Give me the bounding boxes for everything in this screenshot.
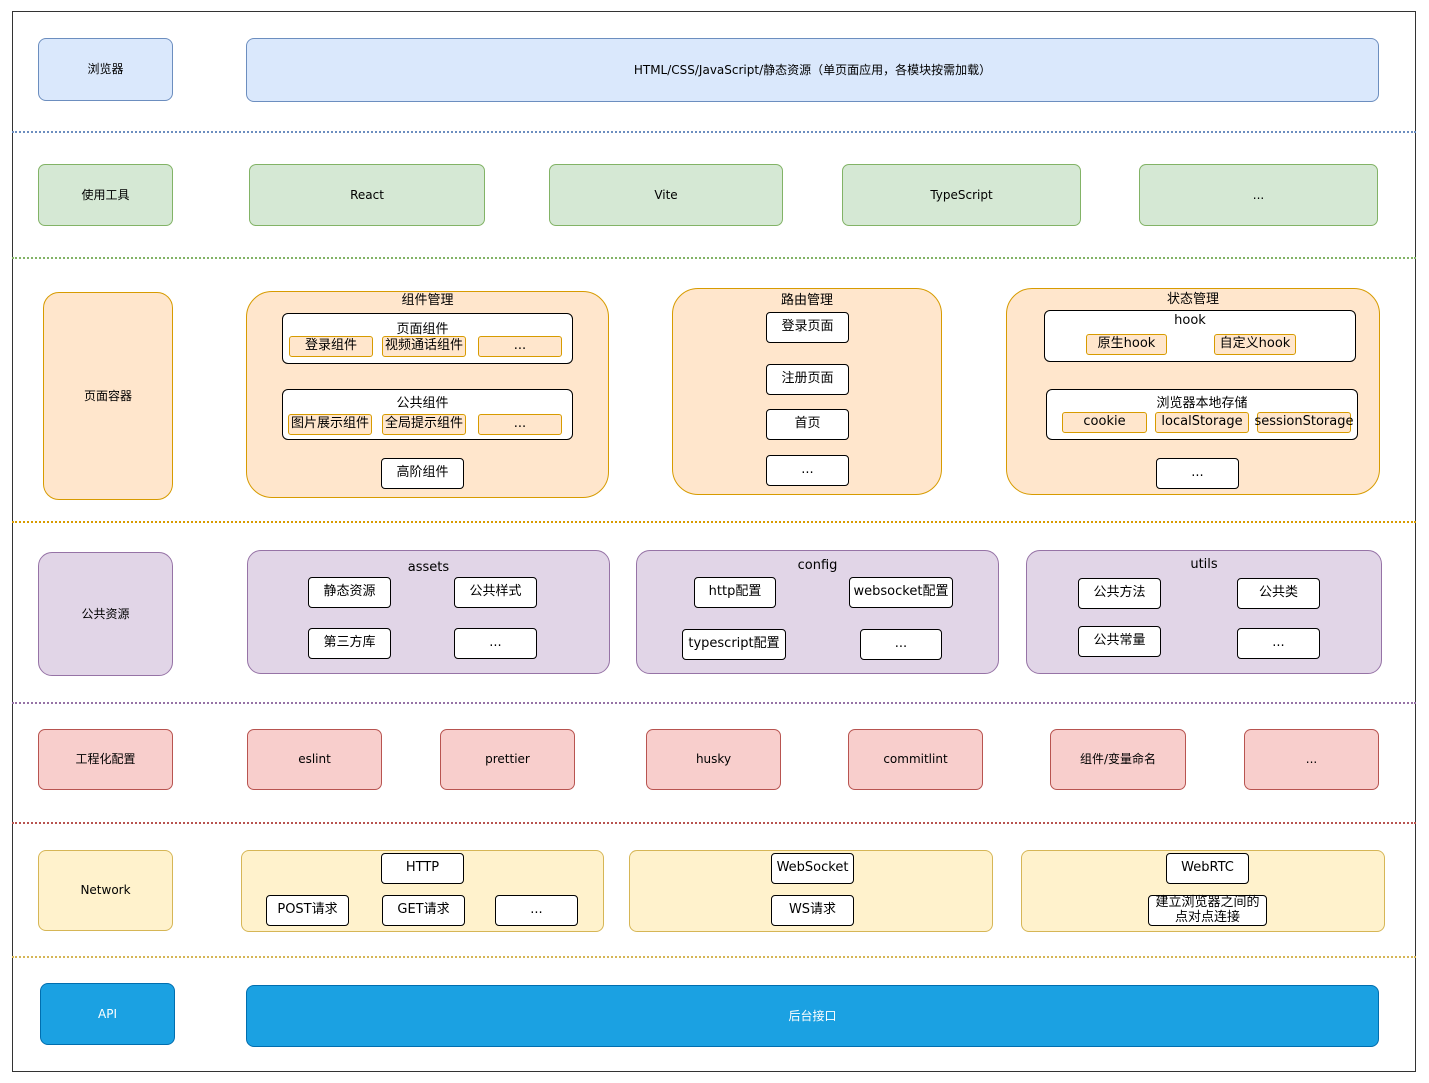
route-register: 注册页面 [766, 364, 849, 395]
image-display-component: 图片展示组件 [288, 414, 372, 435]
engineering-prettier: prettier [440, 729, 575, 790]
state-more: ... [1156, 458, 1239, 489]
tool-react: React [249, 164, 485, 226]
config-typescript: typescript配置 [682, 629, 786, 660]
state-management-title: 状态管理 [1166, 292, 1219, 307]
config-websocket: websocket配置 [849, 577, 953, 608]
global-tip-component: 全局提示组件 [382, 414, 466, 435]
separator-browser [12, 131, 1416, 133]
browser-label: 浏览器 [38, 38, 173, 101]
network-http: HTTP [381, 853, 464, 884]
separator-tools [12, 257, 1416, 259]
common-label: 公共资源 [38, 552, 173, 676]
diagram-frame [12, 11, 1416, 1072]
asset-third-party: 第三方库 [308, 628, 391, 659]
api-backend: 后台接口 [246, 985, 1379, 1047]
route-more: ... [766, 455, 849, 486]
asset-common-style: 公共样式 [454, 577, 537, 608]
localstorage-storage: localStorage [1155, 412, 1249, 433]
separator-common [12, 702, 1416, 704]
network-label: Network [38, 850, 173, 931]
network-websocket: WebSocket [771, 853, 854, 884]
engineering-label: 工程化配置 [38, 729, 173, 790]
network-webrtc: WebRTC [1166, 853, 1249, 884]
native-hook: 原生hook [1086, 334, 1167, 355]
page-label: 页面容器 [43, 292, 173, 500]
engineering-commitlint: commitlint [848, 729, 983, 790]
utils-classes: 公共类 [1237, 578, 1320, 609]
network-ws-request: WS请求 [771, 895, 854, 926]
page-components-title: 页面组件 [396, 322, 449, 337]
common-components-title: 公共组件 [396, 396, 449, 411]
network-post: POST请求 [266, 895, 349, 926]
asset-more: ... [454, 628, 537, 659]
engineering-eslint: eslint [247, 729, 382, 790]
tool-more: ... [1139, 164, 1378, 226]
engineering-naming: 组件/变量命名 [1050, 729, 1186, 790]
config-title: config [797, 558, 838, 573]
login-component: 登录组件 [289, 336, 373, 357]
utils-constants: 公共常量 [1078, 626, 1161, 657]
engineering-husky: husky [646, 729, 781, 790]
network-get: GET请求 [382, 895, 465, 926]
tool-typescript: TypeScript [842, 164, 1081, 226]
api-label: API [40, 983, 175, 1045]
assets-group: assets [247, 550, 610, 674]
video-call-component: 视频通话组件 [382, 336, 466, 357]
utils-more: ... [1237, 628, 1320, 659]
utils-title: utils [1190, 557, 1218, 572]
route-management-title: 路由管理 [780, 293, 833, 308]
hook-title: hook [1174, 313, 1206, 328]
sessionstorage-storage: sessionStorage [1255, 412, 1354, 433]
assets-title: assets [407, 560, 450, 575]
asset-static: 静态资源 [308, 577, 391, 608]
utils-methods: 公共方法 [1078, 578, 1161, 609]
config-more: ... [860, 629, 942, 660]
common-component-more: ... [478, 414, 562, 435]
route-login: 登录页面 [766, 312, 849, 343]
engineering-more: ... [1244, 729, 1379, 790]
component-management-title: 组件管理 [401, 293, 454, 308]
network-http-more: ... [495, 895, 578, 926]
separator-engineering [12, 822, 1416, 824]
page-component-more: ... [478, 336, 562, 357]
browser-content: HTML/CSS/JavaScript/静态资源（单页面应用，各模块按需加载） [246, 38, 1379, 102]
cookie-storage: cookie [1062, 412, 1147, 433]
separator-page [12, 521, 1416, 523]
route-home: 首页 [766, 409, 849, 440]
hoc-component: 高阶组件 [381, 458, 464, 489]
network-p2p: 建立浏览器之间的 点对点连接 [1148, 895, 1267, 926]
local-storage-title: 浏览器本地存储 [1156, 396, 1248, 411]
tools-label: 使用工具 [38, 164, 173, 226]
config-http: http配置 [694, 577, 776, 608]
separator-network [12, 956, 1416, 958]
custom-hook: 自定义hook [1214, 334, 1296, 355]
tool-vite: Vite [549, 164, 783, 226]
